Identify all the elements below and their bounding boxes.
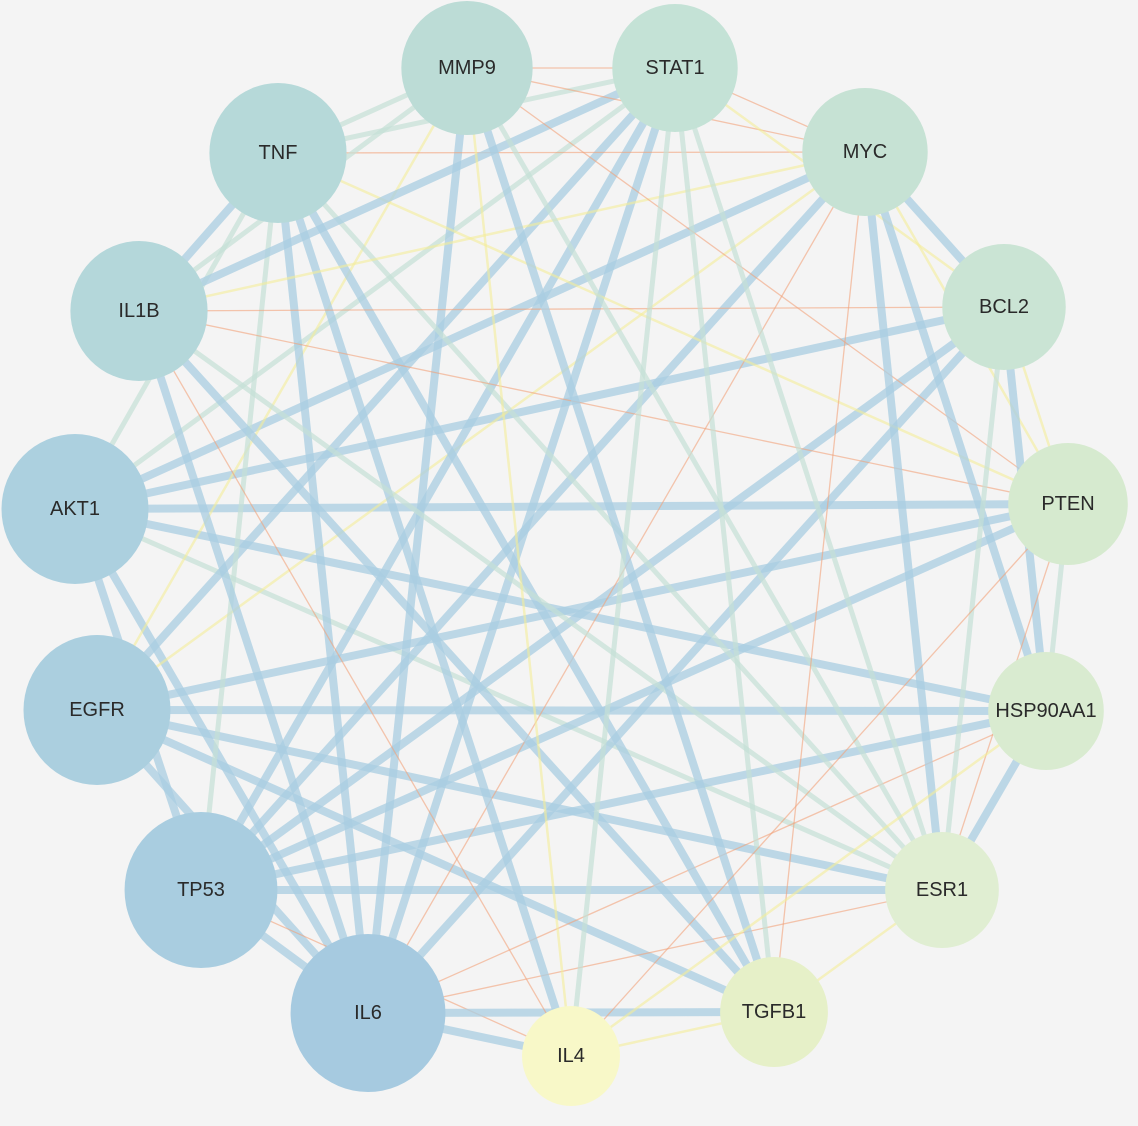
node-label: STAT1 xyxy=(645,57,704,79)
node-il4[interactable]: IL4 xyxy=(522,1006,620,1106)
node-hsp90aa1[interactable]: HSP90AA1 xyxy=(988,652,1104,770)
edge-tp53-tnf xyxy=(198,152,281,891)
edge-mmp9-il4 xyxy=(465,67,573,1057)
node-mmp9[interactable]: MMP9 xyxy=(401,1,533,135)
node-label: MYC xyxy=(843,141,887,163)
edge-il1b-stat1 xyxy=(137,64,677,315)
edge-il6-esr1 xyxy=(367,889,943,1014)
node-tnf[interactable]: TNF xyxy=(209,83,347,223)
node-egfr[interactable]: EGFR xyxy=(23,635,171,785)
edge-akt1-pten xyxy=(74,500,1069,513)
node-esr1[interactable]: ESR1 xyxy=(885,832,999,948)
edge-tnf-il4 xyxy=(274,151,575,1058)
node-il6[interactable]: IL6 xyxy=(290,934,446,1092)
node-label: MMP9 xyxy=(438,57,496,79)
edge-il6-hsp90aa1 xyxy=(367,710,1047,1014)
edge-mmp9-pten xyxy=(466,67,1069,505)
node-label: TP53 xyxy=(177,879,225,901)
edge-tp53-hsp90aa1 xyxy=(200,707,1047,894)
edge-myc-tgfb1 xyxy=(773,151,866,1013)
edge-stat1-esr1 xyxy=(672,67,945,891)
edge-tp53-bcl2 xyxy=(198,303,1007,894)
node-circle xyxy=(124,812,278,968)
node-circle xyxy=(70,241,208,381)
edge-myc-hsp90aa1 xyxy=(861,150,1050,713)
node-label: IL1B xyxy=(118,300,159,322)
node-label: BCL2 xyxy=(979,296,1029,318)
node-circle xyxy=(1,434,149,584)
node-circle xyxy=(988,652,1104,770)
edge-egfr-myc xyxy=(96,150,866,712)
edge-il1b-il4 xyxy=(138,310,572,1057)
node-myc[interactable]: MYC xyxy=(802,88,928,216)
edge-il1b-bcl2 xyxy=(138,306,1005,312)
node-label: ESR1 xyxy=(916,879,968,901)
edge-stat1-tgfb1 xyxy=(672,67,777,1013)
node-tp53[interactable]: TP53 xyxy=(124,812,278,968)
edge-bcl2-esr1 xyxy=(939,306,1007,891)
edge-egfr-tgfb1 xyxy=(95,706,776,1016)
node-circle xyxy=(209,83,347,223)
edge-pten-il4 xyxy=(570,503,1069,1057)
edge-hsp90aa1-il4 xyxy=(570,709,1047,1058)
node-circle xyxy=(401,1,533,135)
edge-egfr-stat1 xyxy=(94,65,678,713)
node-bcl2[interactable]: BCL2 xyxy=(942,244,1066,370)
node-akt1[interactable]: AKT1 xyxy=(1,434,149,584)
node-il1b[interactable]: IL1B xyxy=(70,241,208,381)
edge-egfr-esr1 xyxy=(96,706,943,894)
node-pten[interactable]: PTEN xyxy=(1008,443,1128,565)
edge-egfr-hsp90aa1 xyxy=(96,706,1047,715)
node-circle xyxy=(942,244,1066,370)
edge-il1b-myc xyxy=(138,150,866,313)
edge-il6-tnf xyxy=(274,152,372,1014)
node-circle xyxy=(522,1006,620,1106)
edge-il6-mmp9 xyxy=(364,67,471,1014)
node-label: EGFR xyxy=(69,699,125,721)
node-label: PTEN xyxy=(1041,493,1094,515)
node-label: TGFB1 xyxy=(742,1001,806,1023)
node-circle xyxy=(290,934,446,1092)
edge-il1b-tgfb1 xyxy=(136,308,777,1015)
node-label: AKT1 xyxy=(50,498,100,520)
node-stat1[interactable]: STAT1 xyxy=(612,4,738,132)
edge-akt1-myc xyxy=(73,148,867,513)
node-circle xyxy=(612,4,738,132)
node-label: IL6 xyxy=(354,1002,382,1024)
edge-myc-esr1 xyxy=(861,151,946,891)
edge-mmp9-tgfb1 xyxy=(463,66,778,1014)
edge-il6-myc xyxy=(367,151,866,1014)
node-label: IL4 xyxy=(557,1045,585,1067)
node-circle xyxy=(1008,443,1128,565)
edge-mmp9-esr1 xyxy=(464,66,945,892)
node-circle xyxy=(720,957,828,1067)
edge-tnf-pten xyxy=(277,151,1069,506)
edge-akt1-stat1 xyxy=(73,65,677,512)
edge-il6-stat1 xyxy=(364,66,679,1015)
edge-il6-bcl2 xyxy=(365,304,1007,1016)
edge-akt1-bcl2 xyxy=(74,303,1005,513)
node-tgfb1[interactable]: TGFB1 xyxy=(720,957,828,1067)
edge-il1b-pten xyxy=(138,310,1069,505)
node-label: TNF xyxy=(259,142,298,164)
edge-tp53-myc xyxy=(198,149,868,893)
node-circle xyxy=(23,635,171,785)
edge-tnf-myc xyxy=(277,151,866,154)
edge-il6-il1b xyxy=(135,309,372,1015)
node-circle xyxy=(802,88,928,216)
node-circle xyxy=(885,832,999,948)
edge-tnf-tgfb1 xyxy=(274,150,778,1015)
edge-stat1-il4 xyxy=(568,67,678,1057)
edge-akt1-il6 xyxy=(71,506,372,1016)
edge-egfr-mmp9 xyxy=(95,67,469,711)
node-label: HSP90AA1 xyxy=(995,700,1096,722)
